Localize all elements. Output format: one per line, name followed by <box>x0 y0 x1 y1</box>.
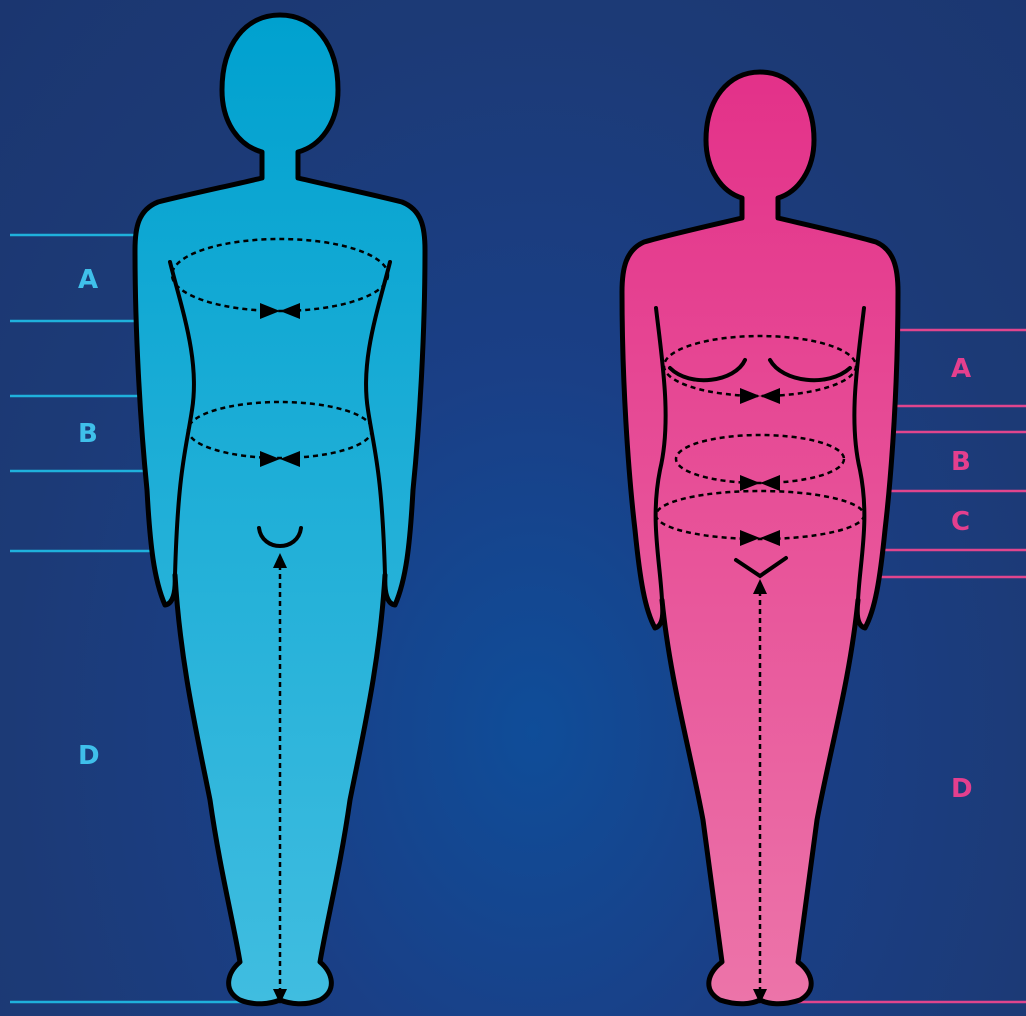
male-label-d: D <box>78 741 100 771</box>
male-label-b: B <box>78 419 98 449</box>
male-figure: A B D <box>10 15 425 1004</box>
female-label-c: C <box>951 507 970 537</box>
female-labels: A B C D <box>951 354 973 804</box>
female-figure: A B C D <box>622 72 1026 1004</box>
male-label-a: A <box>78 265 98 295</box>
male-labels: A B D <box>78 265 100 771</box>
female-label-d: D <box>951 774 973 804</box>
female-label-b: B <box>951 447 971 477</box>
female-label-a: A <box>951 354 971 384</box>
